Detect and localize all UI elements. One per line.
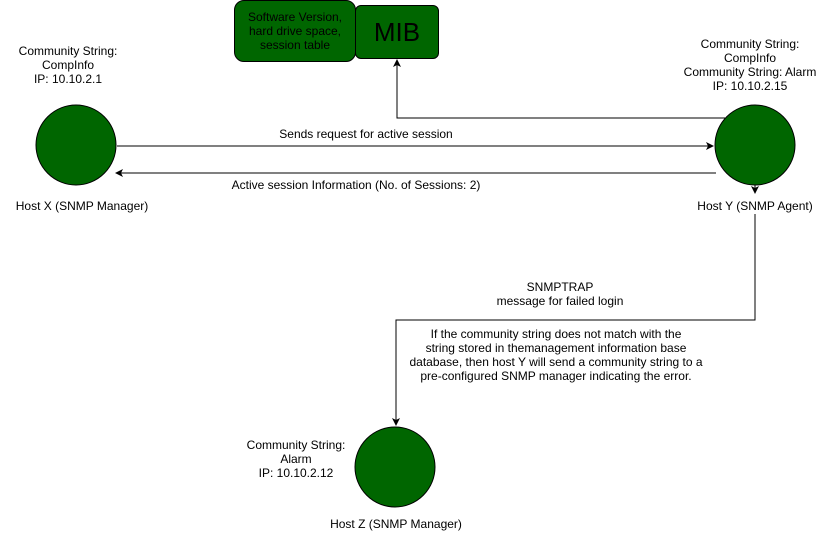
host-x-label: Host X (SNMP Manager) — [15, 199, 149, 213]
note-line: string stored in themanagement informati… — [425, 341, 687, 355]
mib-info-line: session table — [259, 38, 331, 52]
mib-label: MIB — [373, 16, 421, 47]
note-line: If the community string does not match w… — [430, 327, 682, 341]
host-y-info: Community String: CompInfo Community Str… — [684, 37, 817, 93]
response-label: Active session Information (No. of Sessi… — [231, 178, 481, 192]
note-line: pre-configured SNMP manager indicating t… — [420, 369, 692, 383]
request-label: Sends request for active session — [279, 127, 453, 141]
host-z-info: Community String: Alarm IP: 10.10.2.12 — [247, 438, 346, 480]
note-line: database, then host Y will send a commun… — [409, 355, 703, 369]
info-line: IP: 10.10.2.12 — [258, 466, 334, 480]
trap-line: SNMPTRAP — [526, 280, 594, 294]
host-y-label: Host Y (SNMP Agent) — [697, 199, 813, 213]
info-line: CompInfo — [723, 51, 777, 65]
info-line: Community String: — [700, 37, 800, 51]
mib-info-line: hard drive space, — [248, 24, 342, 38]
host-x-node[interactable] — [35, 104, 117, 186]
info-line: IP: 10.10.2.15 — [712, 79, 788, 93]
mib-info-box[interactable]: Software Version, hard drive space, sess… — [234, 0, 356, 62]
mib-box[interactable]: MIB — [355, 5, 439, 59]
trap-line: message for failed login — [496, 294, 624, 308]
info-line: Community String: — [246, 438, 346, 452]
info-line: IP: 10.10.2.1 — [33, 72, 103, 86]
info-line: Community String: Alarm — [683, 65, 817, 79]
trap-edge — [392, 214, 756, 426]
mib-info-line: Software Version, — [247, 10, 343, 24]
host-z-label: Host Z (SNMP Manager) — [330, 517, 462, 531]
trap-label: SNMPTRAP message for failed login — [497, 280, 624, 308]
host-x-info: Community String: CompInfo IP: 10.10.2.1 — [19, 44, 118, 86]
info-line: Community String: — [18, 44, 118, 58]
host-z-node[interactable] — [354, 426, 436, 508]
info-line: CompInfo — [41, 58, 95, 72]
info-line: Alarm — [280, 452, 312, 466]
host-y-node[interactable] — [714, 104, 796, 186]
mib-edge — [393, 59, 725, 119]
trap-note: If the community string does not match w… — [409, 327, 702, 383]
